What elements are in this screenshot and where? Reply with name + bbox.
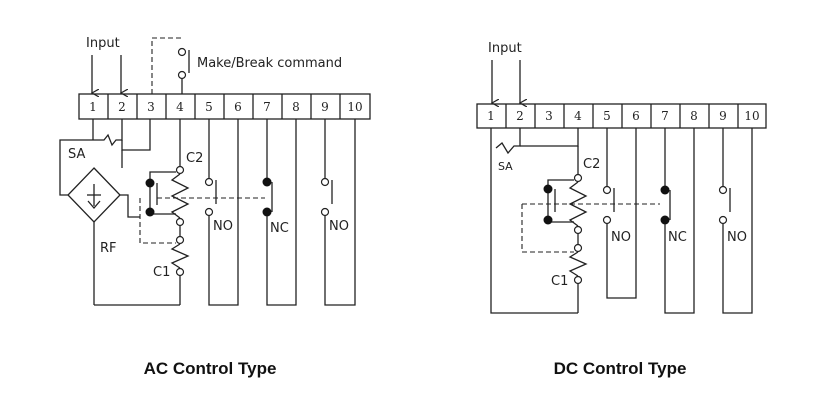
dc-terminal-9: 9 <box>719 109 727 123</box>
ac-rectifier-rf <box>67 167 121 223</box>
ac-internal-contact-2 <box>145 207 155 217</box>
dc-terminal-2: 2 <box>516 109 524 123</box>
ac-make-break-label: Make/Break command <box>197 56 342 71</box>
ac-terminal-3: 3 <box>147 100 155 114</box>
ac-terminal-4: 4 <box>176 100 184 114</box>
ac-coil-c1 <box>170 243 190 269</box>
ac-terminal-9: 9 <box>321 100 329 114</box>
dc-sa-label: SA <box>498 160 513 173</box>
ac-coil-c2 <box>170 173 190 219</box>
ac-c2-terminal <box>175 165 185 175</box>
dc-terminal-6: 6 <box>632 109 640 123</box>
ac-terminal-1: 1 <box>89 100 97 114</box>
dc-coil-c1 <box>568 251 588 277</box>
ac-terminal-block: 1 2 3 4 5 6 7 8 9 10 <box>78 93 371 120</box>
ac-nc-label: NC <box>270 221 289 236</box>
dc-nc-label: NC <box>668 230 687 245</box>
dc-c2-terminal <box>573 173 583 183</box>
dc-no-label-2: NO <box>727 230 747 245</box>
ac-input-label: Input <box>86 36 120 51</box>
ac-terminal-7: 7 <box>263 100 271 114</box>
ac-sa-fuse <box>93 119 123 147</box>
dc-terminal-10: 10 <box>744 109 759 123</box>
dc-diagram: Input 1 2 3 4 5 6 7 8 9 10 <box>476 41 767 378</box>
ac-c2-label: C2 <box>186 151 203 166</box>
ac-rf-label: RF <box>100 241 117 256</box>
dc-terminal-1: 1 <box>487 109 495 123</box>
ac-terminal-6: 6 <box>234 100 242 114</box>
dc-caption: DC Control Type <box>554 359 687 378</box>
ac-terminal-5: 5 <box>205 100 213 114</box>
dc-terminal-7: 7 <box>661 109 669 123</box>
dc-terminal-block: 1 2 3 4 5 6 7 8 9 10 <box>476 103 767 129</box>
dc-terminal-5: 5 <box>603 109 611 123</box>
dc-internal-contact-2 <box>543 215 553 225</box>
ac-sa-label: SA <box>68 147 85 162</box>
dc-c1-label: C1 <box>551 274 568 289</box>
ac-no-label-1: NO <box>213 219 233 234</box>
ac-c1-terminal <box>175 267 185 277</box>
dc-no-label-1: NO <box>611 230 631 245</box>
ac-internal-contact-1 <box>145 178 155 188</box>
ac-c1-label: C1 <box>153 265 170 280</box>
ac-make-break-contact-bottom <box>177 70 187 80</box>
dc-sa-fuse <box>495 138 521 155</box>
ac-terminal-8: 8 <box>292 100 300 114</box>
dc-c2-label: C2 <box>583 157 600 172</box>
dc-terminal-4: 4 <box>574 109 582 123</box>
dc-terminal-3: 3 <box>545 109 553 123</box>
ac-diagram: Input Make/Break command 1 2 3 4 5 6 <box>59 36 371 378</box>
ac-terminal-10: 10 <box>347 100 362 114</box>
dc-terminal-8: 8 <box>690 109 698 123</box>
ac-terminal-2: 2 <box>118 100 126 114</box>
ac-no-label-2: NO <box>329 219 349 234</box>
dc-internal-contact-1 <box>543 184 553 194</box>
ac-make-break-contact-top <box>177 47 187 57</box>
ac-make-break-dashed-line <box>151 37 182 94</box>
dc-c1-terminal <box>573 275 583 285</box>
dc-input-label: Input <box>488 41 522 56</box>
ac-caption: AC Control Type <box>144 359 277 378</box>
